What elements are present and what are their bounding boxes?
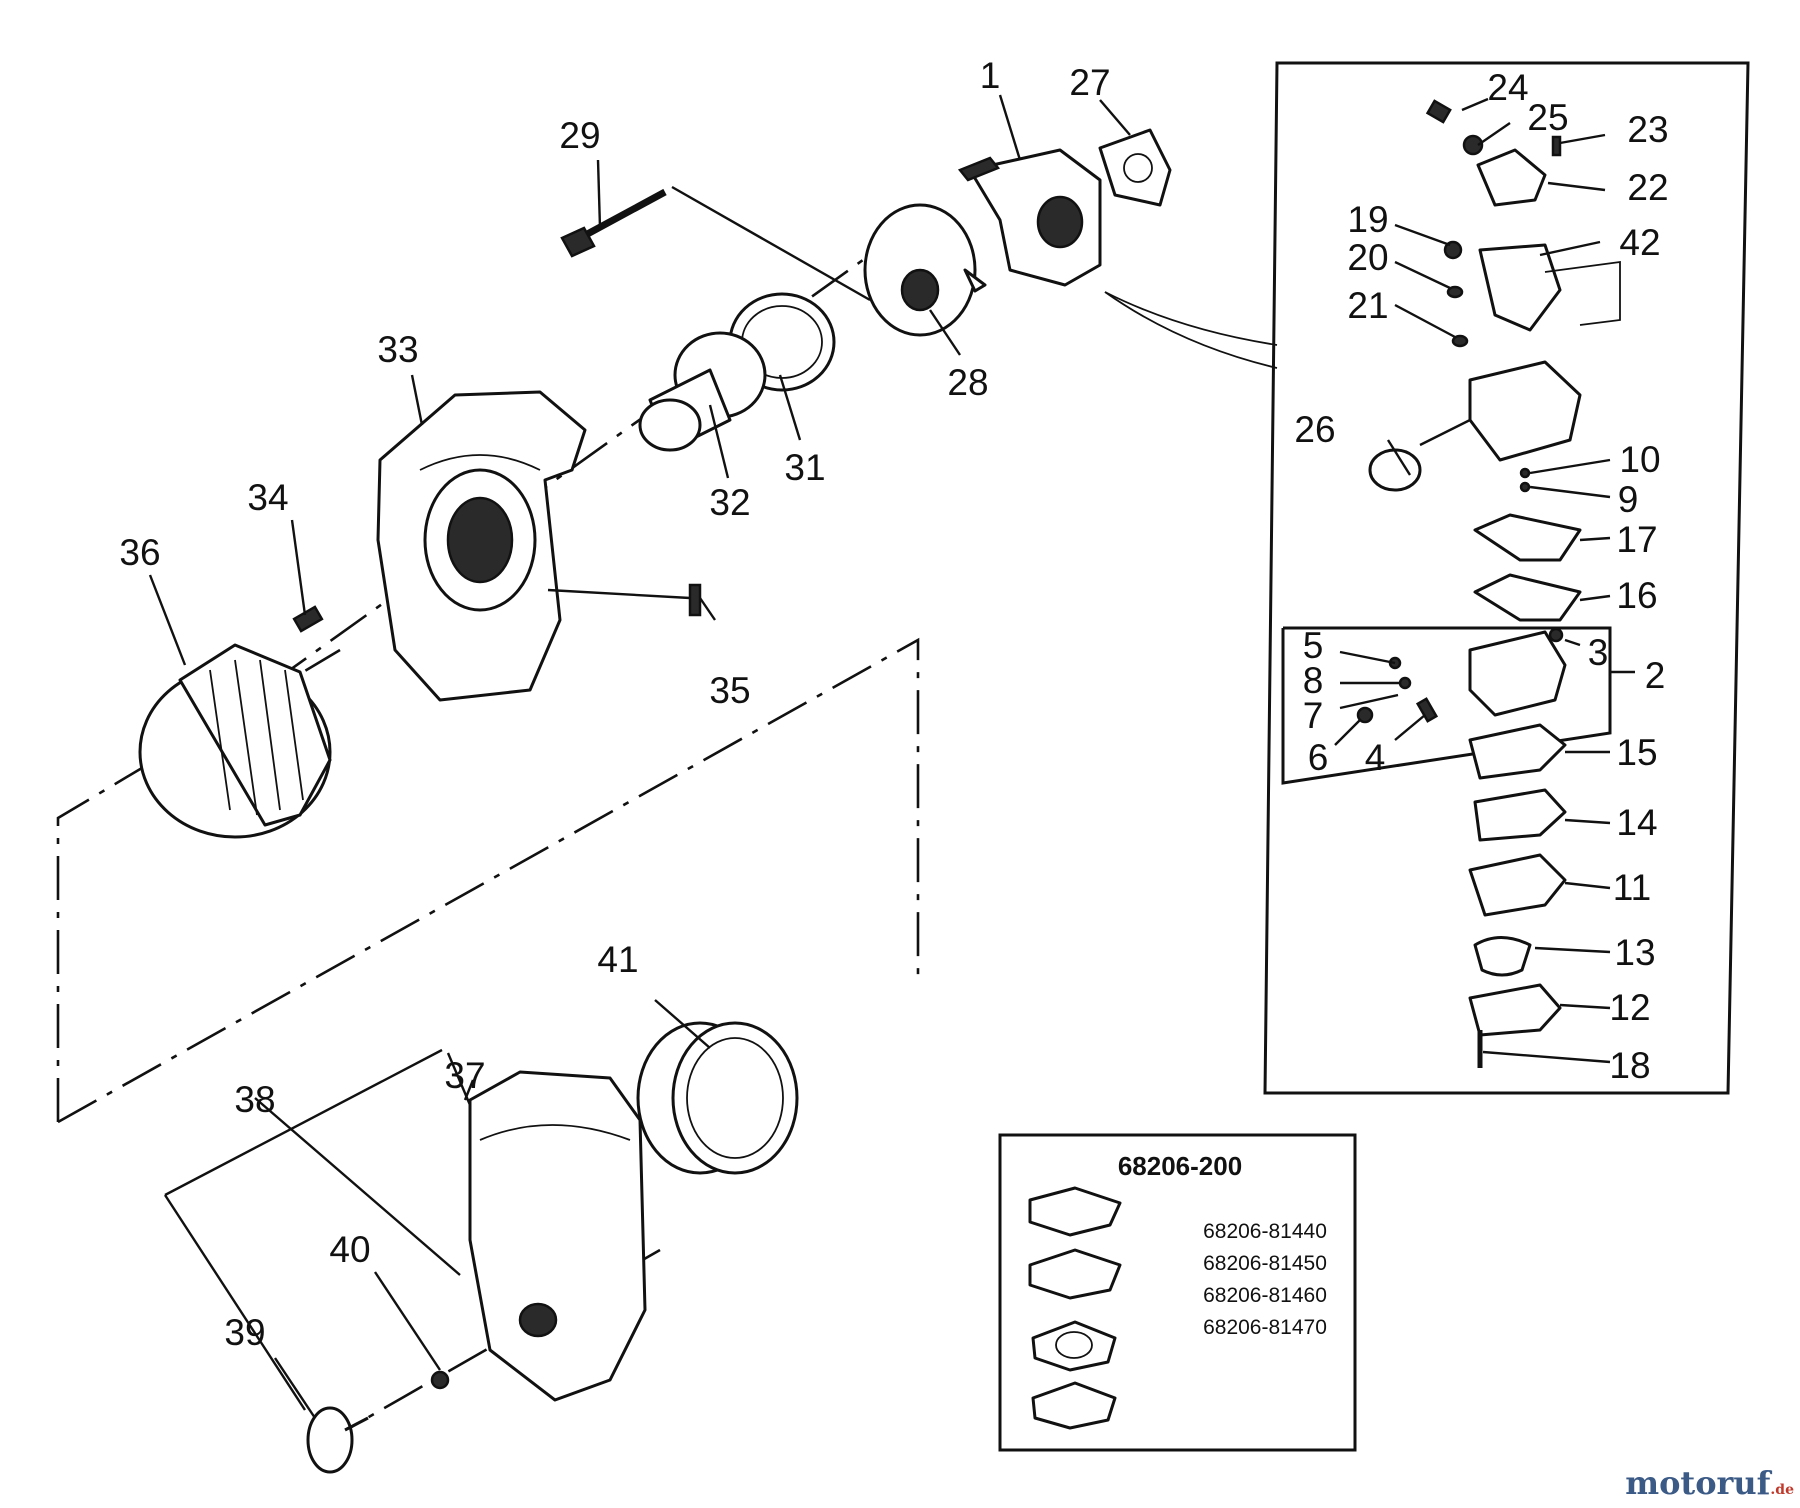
callout-28: 28 — [947, 362, 988, 403]
callout-38: 38 — [234, 1079, 275, 1120]
callout-22: 22 — [1627, 167, 1668, 208]
callout-10: 10 — [1619, 439, 1660, 480]
callout-33: 33 — [377, 329, 418, 370]
kit-title: 68206-200 — [1118, 1151, 1242, 1181]
carburetor-sub-assembly-frame — [1281, 626, 1612, 785]
watermark: motoruf.de — [1625, 1464, 1794, 1502]
callout-31: 31 — [784, 447, 825, 488]
plate-28-shape — [863, 203, 987, 337]
filter-ring-41-shape — [636, 1021, 799, 1175]
callout-9: 9 — [1618, 479, 1639, 520]
callout-20: 20 — [1347, 237, 1388, 278]
carburetor-1-shape — [957, 148, 1102, 287]
callout-36: 36 — [119, 532, 160, 573]
leader-lines — [148, 94, 1635, 1419]
callout-7: 7 — [1303, 695, 1324, 736]
knob-39-shape — [306, 1406, 369, 1474]
callout-37: 37 — [444, 1055, 485, 1096]
air-filter-housing-33-shape — [376, 390, 587, 702]
kit-part-3: 68206-81460 — [1203, 1284, 1327, 1307]
callout-27: 27 — [1069, 62, 1110, 103]
callout-16: 16 — [1616, 575, 1657, 616]
filter-element-36-shape — [138, 643, 332, 839]
callout-42: 42 — [1619, 222, 1660, 263]
air-filter-cover-37-shape — [468, 1070, 647, 1402]
kit-gasket-4-shape — [1031, 1381, 1117, 1430]
callout-14: 14 — [1616, 802, 1657, 843]
screw-34-shape — [292, 605, 324, 633]
callout-12: 12 — [1609, 987, 1650, 1028]
callout-17: 17 — [1616, 519, 1657, 560]
callout-21: 21 — [1347, 285, 1388, 326]
gasket-kit-box: 68206-200 68206-81440 68206-81450 68206-… — [998, 1133, 1357, 1452]
detail-link-upper — [1104, 291, 1278, 346]
carburetor-detail-frame — [1263, 61, 1750, 1095]
spacer-32-shape — [638, 331, 767, 452]
kit-gasket-1-shape — [1028, 1186, 1122, 1237]
kit-gasket-3-shape — [1031, 1320, 1117, 1372]
callout-32: 32 — [709, 482, 750, 523]
bolt-29-shape — [560, 188, 667, 258]
callout-2: 2 — [1645, 655, 1666, 696]
callout-18: 18 — [1609, 1045, 1650, 1086]
callout-39: 39 — [224, 1312, 265, 1353]
callout-3: 3 — [1588, 632, 1609, 673]
callout-labels: 1 27 29 28 31 32 33 34 36 35 41 37 38 40… — [119, 55, 1668, 1353]
callout-34: 34 — [247, 477, 288, 518]
callout-5: 5 — [1303, 625, 1324, 666]
callout-35: 35 — [709, 670, 750, 711]
callout-40: 40 — [329, 1229, 370, 1270]
kit-part-4: 68206-81470 — [1203, 1316, 1327, 1339]
callout-19: 19 — [1347, 199, 1388, 240]
callout-11: 11 — [1613, 867, 1651, 908]
callout-15: 15 — [1616, 732, 1657, 773]
detail-link-lower — [1104, 291, 1278, 369]
callout-4: 4 — [1365, 737, 1386, 778]
kit-gasket-2-shape — [1028, 1248, 1122, 1300]
callout-8: 8 — [1303, 660, 1324, 701]
detail-part-shapes — [1356, 99, 1621, 1068]
kit-part-1: 68206-81440 — [1203, 1220, 1327, 1243]
clip-35-shape — [688, 583, 702, 617]
callout-23: 23 — [1627, 109, 1668, 150]
callout-41: 41 — [597, 939, 638, 980]
callout-29: 29 — [559, 115, 600, 156]
callout-24: 24 — [1487, 67, 1528, 108]
callout-6: 6 — [1308, 737, 1329, 778]
gasket-27-shape — [1098, 128, 1172, 207]
callout-13: 13 — [1614, 932, 1655, 973]
nut-40-shape — [430, 1370, 450, 1390]
watermark-name: motoruf — [1625, 1464, 1771, 1502]
callout-26: 26 — [1294, 409, 1335, 450]
callout-25: 25 — [1527, 97, 1568, 138]
watermark-suffix: .de — [1770, 1482, 1794, 1498]
kit-part-2: 68206-81450 — [1203, 1252, 1327, 1275]
callout-1: 1 — [980, 55, 1001, 96]
kit-frame — [998, 1133, 1357, 1452]
assembly-outline-right — [57, 637, 920, 1124]
